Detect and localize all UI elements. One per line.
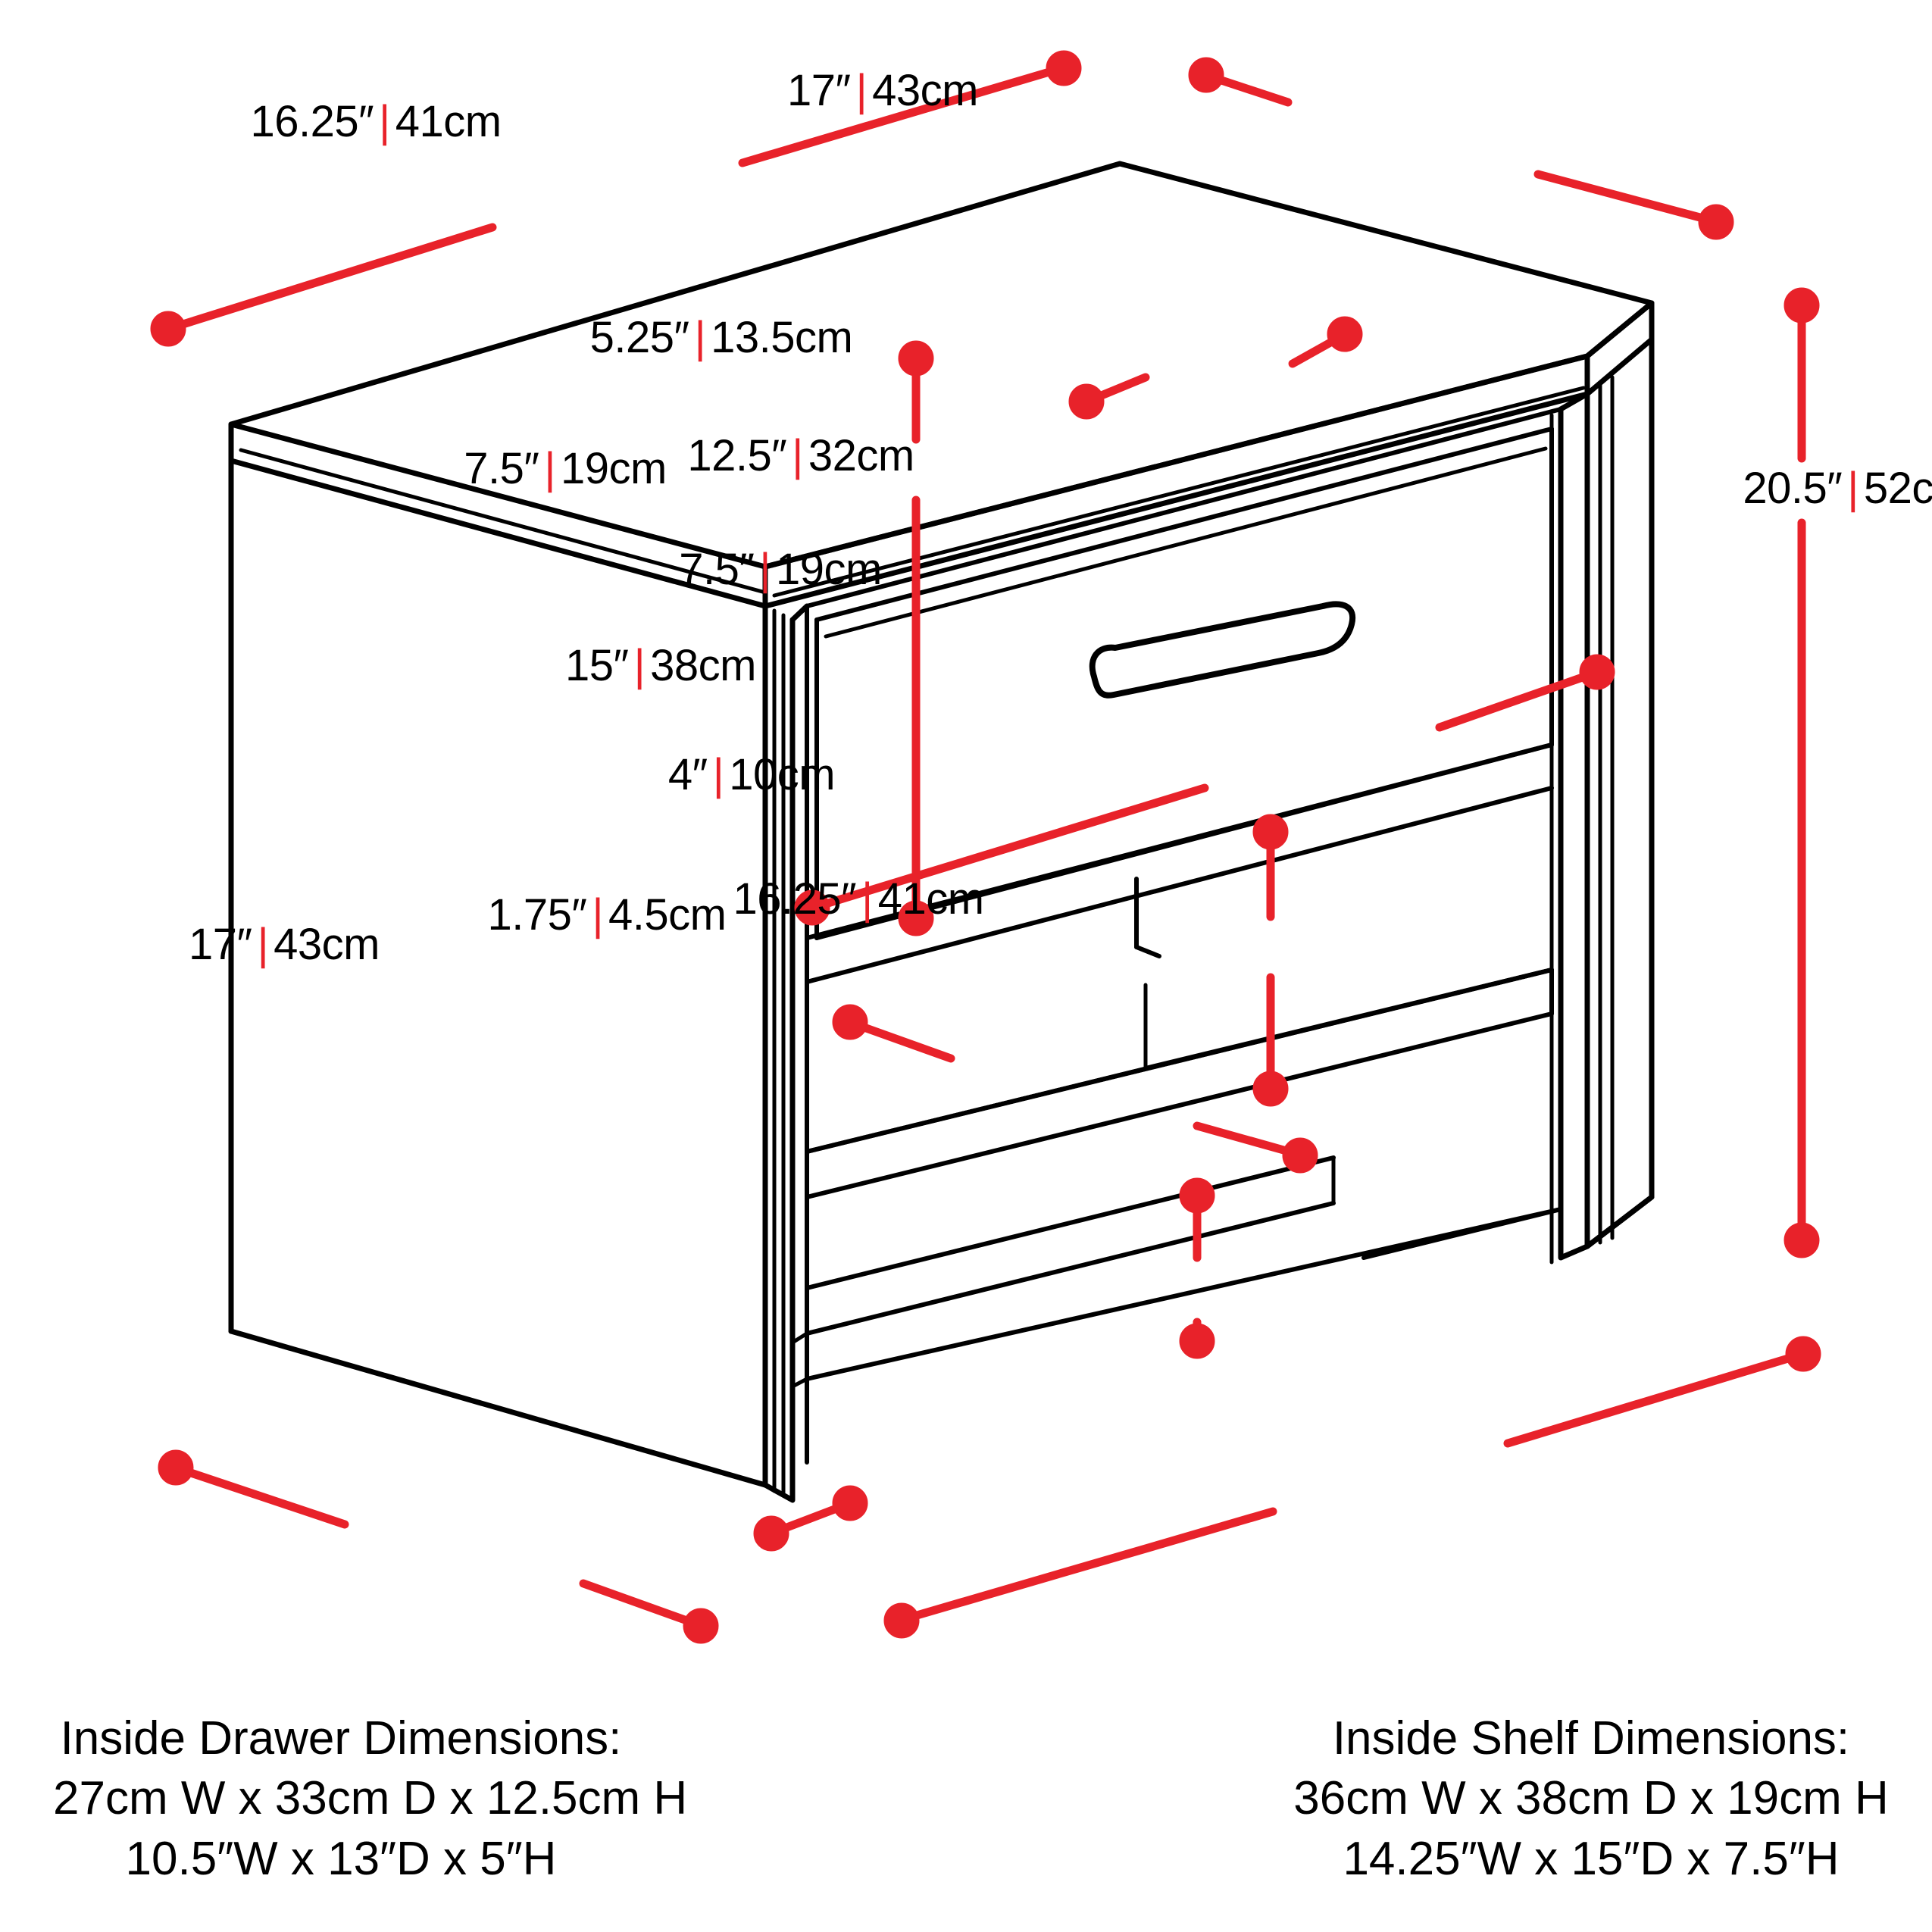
dim-metric: 41cm [877,874,984,924]
dim-label-drawer-depth: 7.5″|19cm [464,447,667,491]
dim-label-cabinet-height: 20.5″|52cm [1743,467,1932,511]
dim-metric: 52cm [1863,464,1932,513]
top-panel [228,161,1655,609]
leader-top-depth [150,50,1082,347]
front-left-leg [762,603,810,1503]
dim-separator: | [792,431,803,480]
dim-metric: 43cm [274,920,380,969]
dim-separator: | [855,66,868,115]
dim-separator: | [257,920,269,969]
dim-imperial: 1.75″ [487,890,587,939]
inside-shelf-dimensions-caption: Inside Shelf Dimensions: 36cm W x 38cm D… [1292,1708,1890,1889]
bottom-front-edge [763,1483,795,1502]
dim-imperial: 20.5″ [1743,464,1843,513]
dim-label-bottom-depth: 16.25″|41cm [733,874,984,924]
caption-metric: 27cm W x 33cm D x 12.5cm H [53,1772,688,1825]
leader-drawer-height [1288,316,1363,368]
dim-metric: 38cm [650,641,756,690]
leader-drawer-width [794,654,1615,926]
dim-label-top-depth: 16.25″|41cm [250,97,502,146]
dim-separator: | [712,750,724,799]
leader-shelf-width [832,1004,1318,1174]
caption-imperial: 10.5″W x 13″D x 5″H [125,1832,557,1885]
dim-label-top-width: 17″|43cm [787,69,978,113]
dim-separator: | [379,97,390,146]
leader-drawer-depth [898,340,934,936]
caption-heading: Inside Drawer Dimensions: [60,1712,622,1765]
dim-metric: 41cm [395,97,502,146]
dim-label-shelf-height: 7.5″|19cm [679,548,882,592]
dim-separator: | [592,890,604,939]
cabinet-body-lines [228,161,1655,1503]
leader-bottom-width [158,1449,719,1644]
dim-separator: | [633,641,646,690]
dim-separator: | [861,874,873,924]
shelf-rail-upper [805,742,1554,984]
dim-imperial: 17″ [787,66,851,115]
leader-bottom-depth [883,1336,1821,1639]
dim-separator: | [759,545,771,594]
dim-separator: | [1847,464,1859,513]
leader-top-width [1188,57,1734,240]
dim-label-bottom-width: 17″|43cm [189,923,380,967]
dim-separator: | [544,444,555,493]
dim-label-drawer-width: 12.5″|32cm [687,434,914,478]
dim-metric: 43cm [872,66,978,115]
dimension-annotations [150,50,1821,1644]
dim-label-leg-width: 1.75″|4.5cm [488,893,727,937]
dim-metric: 13.5cm [711,313,853,362]
dim-separator: | [694,313,706,362]
dim-metric: 4.5cm [608,890,727,939]
leader-shelf-height [1252,814,1289,1107]
dim-imperial: 7.5″ [464,444,539,493]
front-right-leg [1549,336,1655,1265]
leader-drawer-face [1068,373,1150,420]
leader-leg-width [753,1485,868,1552]
caption-imperial: 14.25″W x 15″D x 7.5″H [1343,1832,1840,1885]
base-rail [805,968,1554,1199]
dim-metric: 19cm [775,545,882,594]
dim-imperial: 5.25″ [589,313,689,362]
dim-label-drawer-height: 5.25″|13.5cm [590,316,853,360]
dim-imperial: 17″ [189,920,252,969]
dim-metric: 32cm [808,431,914,480]
dim-label-base-height: 4″|10cm [667,750,836,799]
dim-imperial: 16.25″ [733,874,857,924]
drawer-handle [1089,601,1356,699]
bottom-plinth [790,1155,1563,1389]
dim-imperial: 15″ [565,641,629,690]
leader-base-height [1179,1177,1215,1359]
dim-metric: 19cm [560,444,667,493]
dim-imperial: 7.5″ [679,545,755,594]
dim-imperial: 4″ [667,750,708,799]
dim-metric: 10cm [729,750,836,799]
caption-heading: Inside Shelf Dimensions: [1332,1712,1850,1765]
dim-imperial: 16.25″ [250,97,374,146]
caption-metric: 36cm W x 38cm D x 19cm H [1293,1772,1889,1825]
inside-drawer-dimensions-caption: Inside Drawer Dimensions: 27cm W x 33cm … [53,1708,688,1889]
left-side-panel [228,458,768,1488]
dim-imperial: 12.5″ [687,431,787,480]
dim-label-shelf-width: 15″|38cm [565,644,756,688]
leader-cabinet-height [1784,287,1820,1258]
